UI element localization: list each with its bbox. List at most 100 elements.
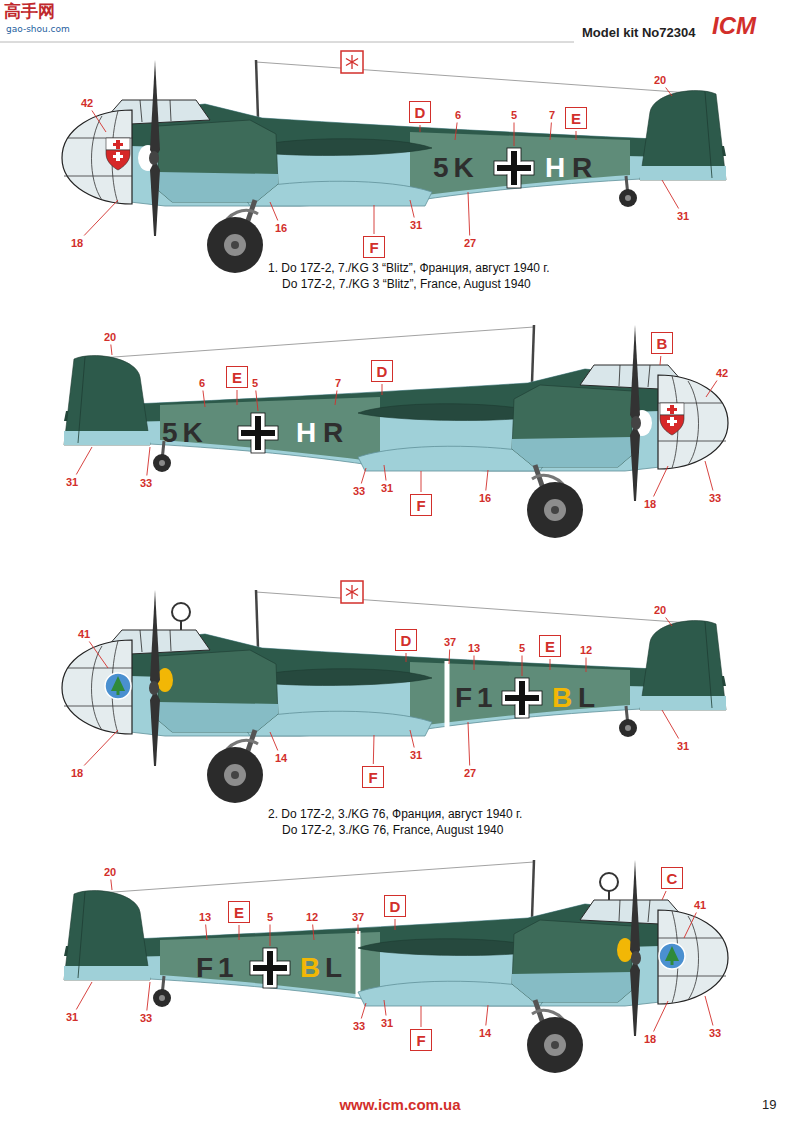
callout-number: 12 xyxy=(580,645,592,656)
marking-key-box: F xyxy=(362,766,384,788)
nose-glazing xyxy=(62,110,132,204)
glazing-frame xyxy=(658,911,726,1003)
leader-line xyxy=(358,925,359,935)
fuselage-band xyxy=(445,661,450,727)
asterisk-key xyxy=(341,581,363,603)
leader-line xyxy=(576,131,577,140)
key-letter: D xyxy=(377,364,388,379)
leader-line xyxy=(384,465,386,481)
leader-line xyxy=(421,1006,422,1027)
callout-number: 7 xyxy=(549,110,555,121)
leader-line xyxy=(395,919,396,930)
leader-line xyxy=(76,982,92,1010)
antenna-wire xyxy=(100,327,534,358)
callout-number: 31 xyxy=(66,477,78,488)
balkenkreuz xyxy=(494,148,534,188)
main-wheel xyxy=(551,1041,559,1049)
loop-antenna xyxy=(600,873,618,891)
loop-antenna xyxy=(180,621,182,630)
unit-emblem xyxy=(105,673,131,699)
marking-key-box: F xyxy=(410,494,432,516)
watermark-url: gao-shou.com xyxy=(6,24,70,34)
main-wheel xyxy=(544,499,566,521)
callout-number: 5 xyxy=(252,378,258,389)
callout-number: 13 xyxy=(468,643,480,654)
leader-line xyxy=(111,880,112,891)
leader-line xyxy=(313,925,314,941)
propeller-spinner xyxy=(149,681,159,695)
callout-number: 27 xyxy=(464,238,476,249)
leader-line xyxy=(92,111,106,133)
leader-line xyxy=(373,735,375,764)
code-patch xyxy=(410,662,630,727)
key-letter: F xyxy=(369,240,378,255)
antenna-mast xyxy=(256,590,258,648)
leader-line xyxy=(705,461,713,491)
leader-line xyxy=(382,384,383,395)
watermark: 高手网 xyxy=(4,2,55,22)
asterisk-key xyxy=(341,51,363,73)
leader-line xyxy=(486,1005,488,1026)
callout-number: 18 xyxy=(644,1034,656,1045)
antenna-mast xyxy=(532,325,534,383)
callout-number: 31 xyxy=(381,483,393,494)
engine-nacelle xyxy=(512,437,632,467)
callout-number: 33 xyxy=(709,1028,721,1039)
callout-number: 16 xyxy=(479,493,491,504)
fuselage-code: B xyxy=(300,953,325,983)
rudder-line xyxy=(705,92,712,178)
main-wheel xyxy=(231,241,239,249)
callout-number: 37 xyxy=(352,912,364,923)
marking-key-box: E xyxy=(565,107,587,129)
callout-number: 5 xyxy=(511,110,517,121)
profile-caption: 1. Do 17Z-2, 7./KG 3 “Blitz”, Франция, а… xyxy=(268,262,550,276)
leader-line xyxy=(449,650,451,665)
callout-number: 18 xyxy=(71,238,83,249)
balkenkreuz xyxy=(519,681,525,715)
tail-wheel xyxy=(153,989,171,1007)
propeller-spinner xyxy=(631,416,641,430)
propeller xyxy=(630,960,640,1036)
leader-line xyxy=(84,200,118,236)
antenna-mast xyxy=(256,60,258,118)
fuselage-code: L xyxy=(325,953,347,983)
marking-key-box: C xyxy=(661,867,683,889)
callout-number: 20 xyxy=(104,332,116,343)
tail-wheel xyxy=(153,454,171,472)
leader-line xyxy=(662,891,666,900)
callout-number: 41 xyxy=(694,900,706,911)
rudder-line xyxy=(78,892,85,978)
callout-number: 37 xyxy=(444,637,456,648)
rudder-line xyxy=(705,622,712,708)
leader-line xyxy=(654,1001,668,1032)
leader-line xyxy=(406,653,407,662)
callout-number: 31 xyxy=(66,1012,78,1023)
leader-line xyxy=(256,391,258,412)
leader-line xyxy=(654,466,668,497)
balkenkreuz xyxy=(250,948,290,988)
tail-fin xyxy=(640,166,726,180)
main-wheel xyxy=(527,482,583,538)
leader-line xyxy=(270,925,271,947)
header-rule xyxy=(0,42,574,43)
leader-line xyxy=(455,123,457,141)
leader-line xyxy=(410,730,414,748)
asterisk-key xyxy=(346,59,358,66)
key-letter: F xyxy=(368,770,377,785)
marking-key-box: F xyxy=(410,1029,432,1051)
asterisk-key xyxy=(341,581,363,603)
propeller xyxy=(150,60,160,158)
unit-emblem xyxy=(117,691,120,695)
key-letter: E xyxy=(232,370,242,385)
key-letter: C xyxy=(667,871,678,886)
callout-number: 18 xyxy=(644,499,656,510)
wing xyxy=(255,669,432,686)
tail-fin xyxy=(640,91,726,180)
asterisk-key xyxy=(341,51,363,73)
marking-key-box: D xyxy=(384,895,406,917)
key-letter: D xyxy=(415,105,426,120)
leader-line xyxy=(270,732,278,751)
leader-line xyxy=(474,656,475,671)
marking-key-box: D xyxy=(371,360,393,382)
callout-number: 33 xyxy=(709,493,721,504)
